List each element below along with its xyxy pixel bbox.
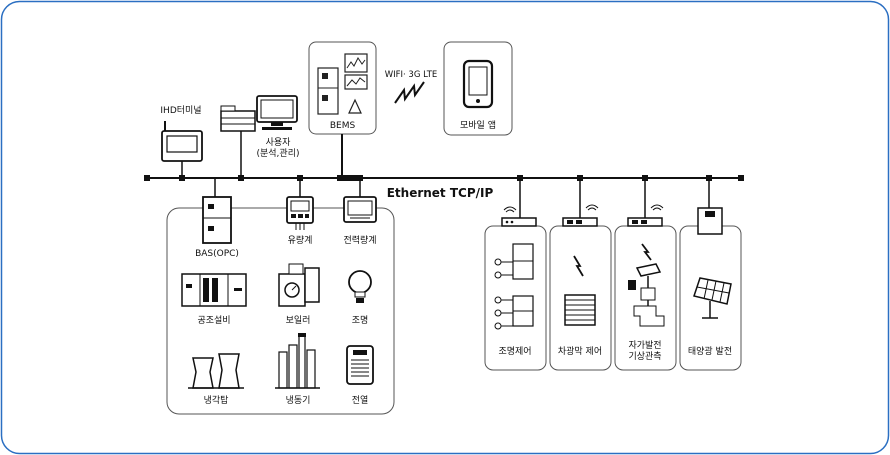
hvac-unit-icon <box>181 273 247 307</box>
weather-panel: 자가발전 기상관측 <box>614 204 677 371</box>
heat-exchanger-label: 전열 <box>352 395 369 406</box>
powermeter-icon <box>343 196 377 223</box>
router-icon <box>627 204 664 227</box>
bas-label: BAS(OPC) <box>195 249 239 259</box>
lightbulb-icon <box>348 270 372 303</box>
blind-control-panel: 차광막 제어 <box>549 204 612 371</box>
blind-control-label: 차광막 제어 <box>558 345 602 357</box>
bems-node: BEMS <box>308 41 377 135</box>
solar-label: 태양광 발전 <box>688 345 732 357</box>
ihd-terminal-icon <box>161 130 203 162</box>
wireless-signal-icon <box>394 81 425 104</box>
weather-station-icon <box>628 263 665 327</box>
weather-label-line2: 기상관측 <box>628 351 661 362</box>
lighting-switch-icon <box>494 243 534 330</box>
hvac-node: 공조설비 <box>181 273 247 326</box>
boiler-label: 보일러 <box>286 315 311 326</box>
mobile-label: 모바일 앱 <box>460 119 496 131</box>
user-label-line1: 사용자 <box>266 137 292 148</box>
refrigerator-plant-icon <box>275 333 320 389</box>
blind-shade-icon <box>564 294 596 326</box>
refrigerator-label: 냉동기 <box>286 395 311 406</box>
lighting-label: 조명 <box>352 315 369 326</box>
boiler-node: 보일러 <box>278 263 320 326</box>
lighting-control-label: 조명제어 <box>498 346 531 357</box>
lighting-node: 조명 <box>348 270 372 326</box>
hvac-label: 공조설비 <box>197 315 230 326</box>
bas-server-icon <box>202 196 232 244</box>
bas-node: BAS(OPC) <box>195 196 239 259</box>
boiler-icon <box>278 263 320 307</box>
powermeter-node: 전력량계 <box>343 196 377 246</box>
powermeter-label: 전력량계 <box>343 234 376 246</box>
heat-exchanger-node: 전열 <box>346 345 374 406</box>
cooling-tower-label: 냉각탑 <box>204 394 229 406</box>
flowmeter-label: 유량계 <box>288 234 313 246</box>
flowmeter-node: 유량계 <box>286 196 314 246</box>
user-pc-node: 사용자 (분석,관리) <box>220 95 300 178</box>
solar-array-icon <box>693 277 732 319</box>
cooling-tower-node: 냉각탑 <box>188 353 244 406</box>
refrigerator-node: 냉동기 <box>275 333 320 406</box>
mobile-app-node: 모바일 앱 <box>443 41 513 136</box>
ihd-terminal-node: IHD터미널 <box>160 105 203 178</box>
lightning-icon <box>641 243 652 261</box>
bems-label: BEMS <box>330 121 356 131</box>
lighting-control-panel: 조명제어 <box>484 206 547 371</box>
flowmeter-icon <box>286 196 314 230</box>
bems-server-icon <box>317 53 368 115</box>
router-icon <box>562 204 599 227</box>
lightning-icon <box>573 255 584 277</box>
ethernet-label: Ethernet TCP/IP <box>387 186 494 200</box>
router-icon <box>501 206 537 227</box>
inverter-icon <box>697 207 723 235</box>
ihd-label: IHD터미널 <box>160 105 201 116</box>
solar-panel: 태양광 발전 <box>679 207 742 371</box>
cooling-tower-icon <box>188 353 244 389</box>
user-label-line2: (분석,관리) <box>256 148 299 159</box>
wireless-label: WIFI· 3G LTE <box>385 70 438 80</box>
computer-icon <box>220 95 298 132</box>
weather-label-line1: 자가발전 <box>628 340 661 351</box>
heat-exchanger-icon <box>346 345 374 385</box>
